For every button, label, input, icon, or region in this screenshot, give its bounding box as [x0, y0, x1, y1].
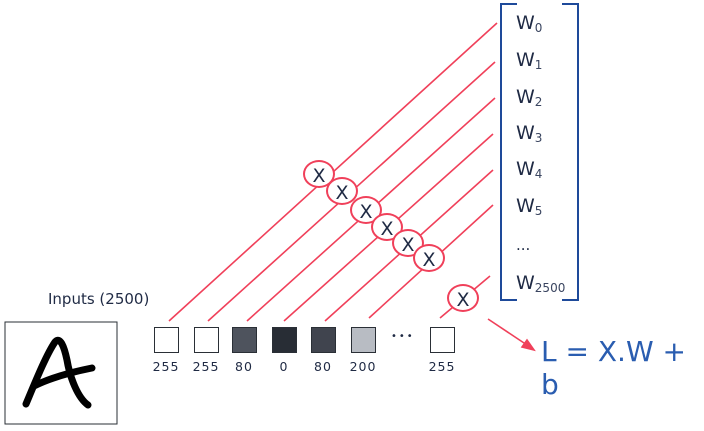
- multiply-node: X: [413, 244, 445, 272]
- pixel-box: [311, 327, 336, 353]
- weight-item: W5: [516, 195, 542, 218]
- weight-item: W2500: [516, 272, 565, 295]
- pixel-value: 255: [428, 359, 456, 374]
- weight-index: 3: [534, 131, 543, 145]
- weight-item: W3: [516, 122, 542, 145]
- weight-index: 4: [534, 167, 543, 181]
- weight-index: 1: [534, 58, 543, 72]
- pixel-value: 80: [235, 359, 253, 374]
- pixel-value: 255: [192, 359, 220, 374]
- weight-label: W: [516, 158, 535, 180]
- pixel-box: [272, 327, 297, 353]
- weight-label: W: [516, 49, 535, 71]
- multiply-node: X: [447, 284, 479, 312]
- pixel-value: 200: [349, 359, 377, 374]
- weight-item: ...: [516, 236, 530, 256]
- pixel-value: 0: [279, 359, 289, 374]
- weight-index: 2500: [534, 281, 566, 295]
- weight-label: W: [516, 86, 535, 108]
- weight-bracket: [500, 3, 579, 301]
- weight-label: W: [516, 195, 535, 217]
- pixel-box: [154, 327, 179, 353]
- pixel-value: 80: [314, 359, 332, 374]
- weight-item: W1: [516, 49, 542, 72]
- weight-item: W2: [516, 86, 542, 109]
- letter-a-icon: [22, 336, 96, 409]
- pixel-box: [351, 327, 376, 353]
- pixel-box: [430, 327, 455, 353]
- weight-index: 0: [534, 21, 543, 35]
- weight-label: W: [516, 272, 535, 294]
- weight-item: W0: [516, 12, 542, 35]
- weight-label: W: [516, 12, 535, 34]
- inputs-label: Inputs (2500): [48, 290, 150, 308]
- weight-item: W4: [516, 158, 542, 181]
- weight-index: 2: [534, 95, 543, 109]
- weight-ellipsis: ...: [516, 236, 531, 254]
- arrow-head-icon: [520, 338, 536, 352]
- pixel-box: [232, 327, 257, 353]
- pixel-value: 255: [152, 359, 180, 374]
- pixel-box: [194, 327, 219, 353]
- weight-label: W: [516, 122, 535, 144]
- weight-index: 5: [534, 204, 543, 218]
- arrow-line: [487, 318, 531, 348]
- ellipsis: •••: [391, 331, 415, 342]
- formula: L = X.W + b: [541, 335, 686, 401]
